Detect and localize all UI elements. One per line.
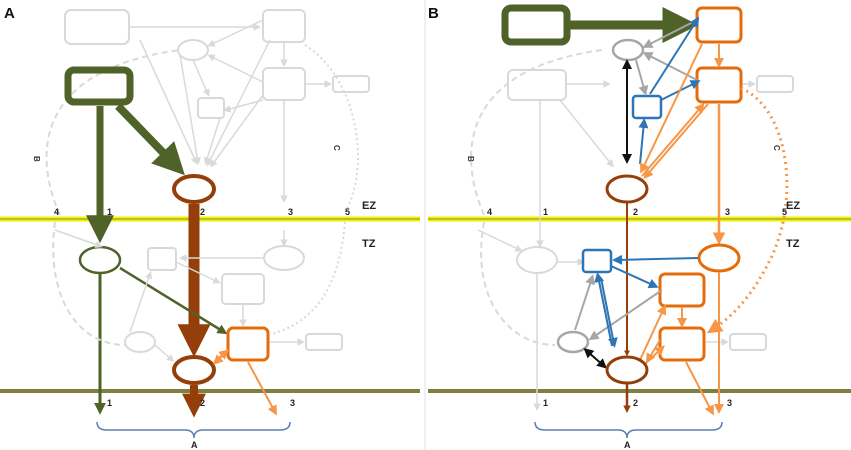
curve-b-top <box>470 49 603 216</box>
orange-arrow-to-brown <box>213 349 229 365</box>
bracket-label: A <box>624 440 631 450</box>
faint-box <box>332 75 370 93</box>
bottom-number: 2 <box>633 398 638 408</box>
grey-arrow <box>642 19 698 48</box>
faint-ellipse <box>177 39 209 61</box>
top-number: 3 <box>288 207 293 217</box>
top-number: 2 <box>633 207 638 217</box>
top-number: 5 <box>345 207 350 217</box>
bracket-label: A <box>191 440 198 450</box>
orange-arrow <box>639 304 667 361</box>
green-ellipse-tz <box>78 245 122 275</box>
zone-label-ez: EZ <box>786 200 800 212</box>
green-input-box <box>501 4 571 46</box>
brown-ellipse-output <box>172 355 216 385</box>
green-arrow-to-orange <box>119 266 228 335</box>
bottom-number: 2 <box>200 398 205 408</box>
faint-arrows-top <box>129 19 332 203</box>
blue-box-ez <box>631 94 663 120</box>
green-input-box <box>64 66 134 106</box>
curve-c-top <box>304 44 359 213</box>
top-number: 3 <box>725 207 730 217</box>
blue-arrow <box>649 16 700 95</box>
orange-arrow-to-brown <box>645 339 661 364</box>
top-number: 2 <box>200 207 205 217</box>
bottom-number: 1 <box>543 398 548 408</box>
grey-arrow <box>574 274 595 331</box>
bottom-number: 3 <box>727 398 732 408</box>
panel-a: A <box>0 5 420 450</box>
zone-label-tz: TZ <box>786 238 800 250</box>
panel-b-letter: B <box>428 5 439 22</box>
grey-arrow <box>588 289 663 341</box>
blue-arrow <box>600 277 618 348</box>
top-number: 5 <box>782 207 787 217</box>
curve-label-b: B <box>466 156 475 162</box>
faint-arrows <box>477 80 756 411</box>
blue-arrow <box>610 265 659 289</box>
faint-box <box>262 67 306 101</box>
orange-arrow-output-3b <box>685 361 714 416</box>
green-arrow-to-brown <box>115 103 185 176</box>
grey-arrow <box>635 59 649 96</box>
panel-a-letter: A <box>4 5 15 22</box>
orange-ellipse-tz <box>697 243 741 273</box>
blue-arrow <box>612 254 699 265</box>
curve-label-c: C <box>332 145 341 151</box>
faint-ellipse <box>516 246 558 274</box>
bracket <box>96 421 291 439</box>
orange-box-mid <box>695 66 743 104</box>
faint-box <box>507 69 567 101</box>
panel-b: B <box>428 4 851 450</box>
orange-arrow-output-3 <box>247 361 277 416</box>
top-number: 4 <box>487 207 492 217</box>
zone-label-ez: EZ <box>362 200 376 212</box>
bottom-number: 3 <box>290 398 295 408</box>
curve-label-b: B <box>32 156 41 162</box>
faint-box <box>197 97 225 119</box>
orange-arrow-to-brown <box>643 103 709 180</box>
blue-arrow <box>638 118 649 165</box>
orange-box-tz-mid <box>658 272 706 308</box>
zone-label-tz: TZ <box>362 238 376 250</box>
curve-c-bottom <box>271 221 346 335</box>
grey-ellipse-top <box>611 38 645 62</box>
faint-box <box>729 333 767 351</box>
orange-box-tz <box>226 326 270 362</box>
curve-b-top <box>45 49 181 216</box>
faint-ellipse <box>124 331 156 353</box>
faint-arrows-tz <box>54 229 305 362</box>
bracket <box>534 421 723 439</box>
brown-ellipse-output <box>605 355 649 385</box>
orange-box-top <box>695 6 743 44</box>
orange-box-tz-low <box>658 326 706 362</box>
grey-arrow <box>642 52 698 81</box>
orange-arrow-to-brown <box>640 43 703 174</box>
top-number: 1 <box>107 207 112 217</box>
blue-arrow <box>594 272 613 347</box>
curve-label-c: C <box>772 145 781 151</box>
faint-ellipse <box>263 245 305 271</box>
orange-arrow-feedback <box>644 345 665 365</box>
faint-box <box>262 9 306 43</box>
curve-b-bottom <box>480 221 556 346</box>
curve-c-orange <box>707 86 789 334</box>
bottom-number: 1 <box>107 398 112 408</box>
faint-box <box>756 75 794 93</box>
top-number: 1 <box>543 207 548 217</box>
brown-ellipse-ez <box>605 174 649 204</box>
blue-box-tz <box>581 248 613 274</box>
brown-ellipse-ez <box>172 174 216 204</box>
curve-b-bottom <box>52 221 126 346</box>
faint-box <box>64 9 130 45</box>
faint-box <box>147 247 177 271</box>
grey-ellipse-tz <box>556 330 590 354</box>
faint-box <box>305 333 343 351</box>
faint-box <box>221 273 265 305</box>
black-double-arrow <box>583 348 608 369</box>
orange-arrow-from-brown <box>641 102 705 177</box>
top-number: 4 <box>54 207 59 217</box>
